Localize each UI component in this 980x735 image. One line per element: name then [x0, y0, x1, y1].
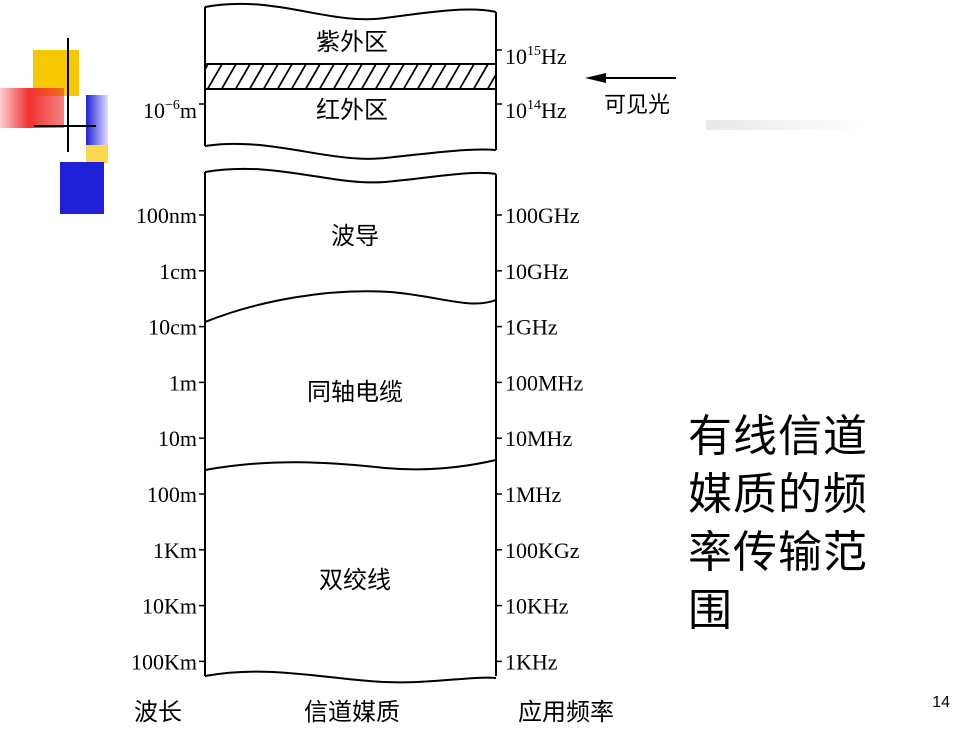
- wavelength-labels: 100nm 1cm 10cm 1m 10m 100m 1Km 10Km 100Km: [131, 203, 197, 674]
- corner-decoration: [0, 38, 108, 214]
- frequency-tick-label: 10KHz: [505, 594, 569, 619]
- frequency-labels: 100GHz 10GHz 1GHz 100MHz 10MHz 1MHz 100KGz 10KH…: [505, 203, 583, 674]
- wavelength-tick-label: 100m: [147, 482, 197, 507]
- frequency-tick-label: 1KHz: [505, 649, 558, 674]
- frequency-tick-label: 100MHz: [505, 370, 583, 395]
- visible-light-arrow: [585, 73, 676, 83]
- band-label-ultraviolet: 紫外区: [316, 28, 388, 56]
- optical-block: [204, 2, 497, 160]
- frequency-tick-label: 100KGz: [505, 538, 580, 563]
- frequency-tick-label: 10MHz: [505, 426, 572, 451]
- wavelength-tick-label: 1cm: [159, 259, 197, 284]
- waveguide-coax-boundary: [204, 290, 497, 323]
- wavelength-tick-label: 100nm: [136, 203, 197, 228]
- wavelength-tick-label: 10m: [158, 426, 197, 451]
- frequency-tick-label: 1GHz: [505, 315, 558, 340]
- band-label-infrared: 红外区: [316, 96, 388, 124]
- frequency-label-1e14: 1014Hz: [505, 98, 567, 123]
- frequency-tick-label: 1MHz: [505, 482, 561, 507]
- decorative-rule: [706, 120, 866, 130]
- wavelength-tick-label: 1Km: [153, 538, 197, 563]
- frequency-tick-label: 10GHz: [505, 259, 569, 284]
- wavelength-tick-label: 10Km: [142, 594, 197, 619]
- wired-block: [204, 167, 497, 684]
- wavelength-tick-label: 100Km: [131, 649, 197, 674]
- tick-marks: [199, 49, 502, 663]
- frequency-tick-label: 100GHz: [505, 203, 580, 228]
- footer-wavelength: 波长: [134, 698, 182, 726]
- visible-light-label: 可见光: [604, 93, 670, 118]
- band-label-twisted-pair: 双绞线: [319, 566, 391, 594]
- wavelength-tick-label: 1m: [169, 370, 197, 395]
- wavelength-label-micron: 10−6m: [143, 98, 197, 123]
- band-label-coax: 同轴电缆: [307, 378, 403, 406]
- footer-medium: 信道媒质: [304, 698, 400, 726]
- coax-twisted-boundary: [204, 459, 497, 471]
- page-number: 14: [932, 694, 950, 711]
- wavelength-tick-label: 10cm: [148, 315, 197, 340]
- band-label-waveguide: 波导: [331, 222, 379, 250]
- frequency-label-1e15: 1015Hz: [505, 44, 567, 69]
- side-title: 有线信道媒质的频率传输范围: [688, 411, 868, 636]
- footer-frequency: 应用频率: [518, 698, 614, 726]
